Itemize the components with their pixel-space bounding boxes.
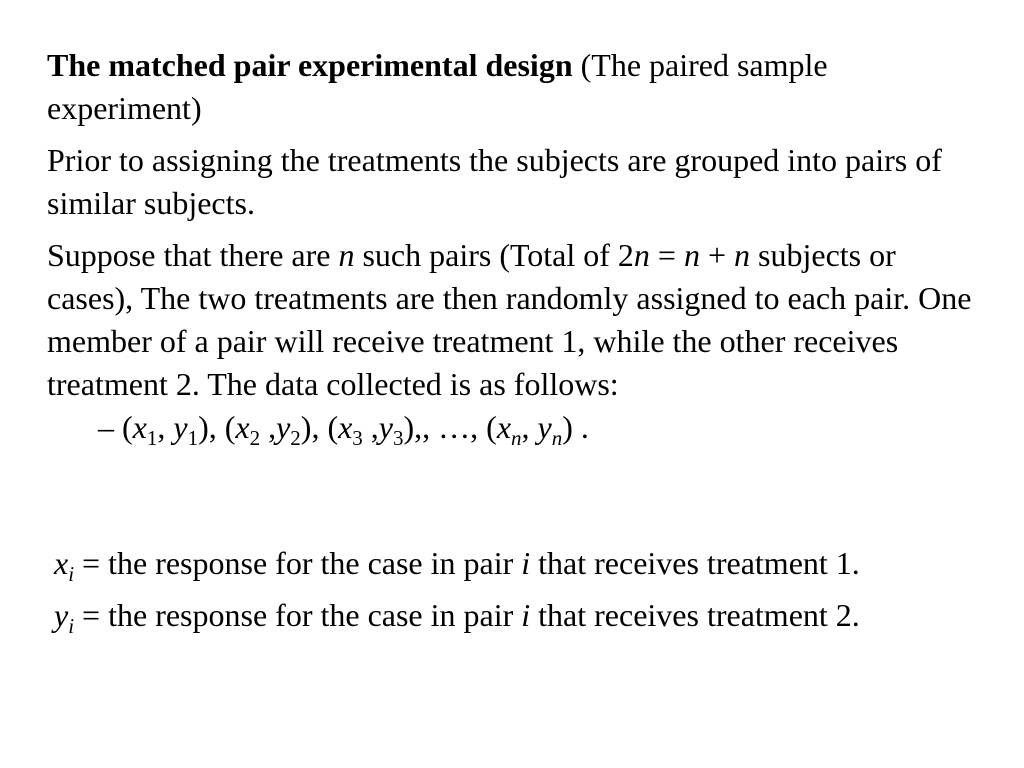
math-var: x <box>132 409 147 445</box>
subscript: n <box>511 426 522 450</box>
text-run: such pairs (Total of 2 <box>354 237 634 273</box>
text-run: + <box>699 237 735 273</box>
bullet-dash: – <box>98 409 114 445</box>
text-run: = the response for the case in pair <box>74 597 522 633</box>
subscript: 3 <box>393 426 404 450</box>
subscript: i <box>68 614 75 638</box>
text-run: that receives treatment 2. <box>530 597 860 633</box>
subscript: n <box>551 426 563 450</box>
text-run: ), ( <box>300 409 339 445</box>
definitions: xi = the response for the case in pair i… <box>54 542 954 637</box>
heading-subtitle: (The paired sample experiment) <box>47 47 828 126</box>
math-var: n <box>338 237 355 273</box>
math-var: i <box>521 597 531 633</box>
text-run: ( <box>122 409 133 445</box>
math-var: x <box>496 409 512 445</box>
math-var: n <box>734 237 751 273</box>
math-var: n <box>633 237 650 273</box>
math-var: y <box>378 409 393 445</box>
math-var: x <box>235 409 250 445</box>
subscript: 2 <box>290 426 301 450</box>
paragraph-pairing: Prior to assigning the treatments the su… <box>47 142 942 221</box>
text-run: = <box>649 237 684 273</box>
math-var: x <box>338 409 353 445</box>
subscript: i <box>68 562 75 586</box>
subscript: 1 <box>187 426 199 450</box>
math-var: y <box>276 409 291 445</box>
slide-content: The matched pair experimental design (Th… <box>47 44 987 449</box>
text-run: ), ( <box>198 409 236 445</box>
heading-title: The matched pair experimental design <box>47 47 573 83</box>
text-run: , <box>260 409 277 445</box>
text-run: Suppose that there are <box>47 237 339 273</box>
text-run: , <box>157 409 174 445</box>
math-var: x <box>54 545 69 581</box>
math-var: y <box>173 409 188 445</box>
text-run: , <box>362 409 379 445</box>
math-var: y <box>54 597 69 633</box>
math-var: n <box>683 237 700 273</box>
text-run: , <box>521 409 538 445</box>
subscript: 2 <box>249 426 261 450</box>
data-pairs-bullet: – (x1, y1), (x2 ,y2), (x3 ,y3),, …, (xn,… <box>47 406 987 449</box>
definition-x: xi = the response for the case in pair i… <box>54 542 954 585</box>
text-run: ) . <box>562 409 589 445</box>
text-run: ),, …, ( <box>403 409 497 445</box>
subscript: 3 <box>352 426 363 450</box>
text-run: subjects or cases), The two treatments a… <box>47 237 972 402</box>
math-var: i <box>521 545 531 581</box>
subscript: 1 <box>146 426 158 450</box>
text-run: = the response for the case in pair <box>74 545 522 581</box>
math-var: y <box>537 409 552 445</box>
text-run: that receives treatment 1. <box>530 545 860 581</box>
definition-y: yi = the response for the case in pair i… <box>54 594 954 637</box>
paragraph-design: Suppose that there are n such pairs (Tot… <box>47 234 987 406</box>
heading-paragraph: The matched pair experimental design (Th… <box>47 44 987 130</box>
